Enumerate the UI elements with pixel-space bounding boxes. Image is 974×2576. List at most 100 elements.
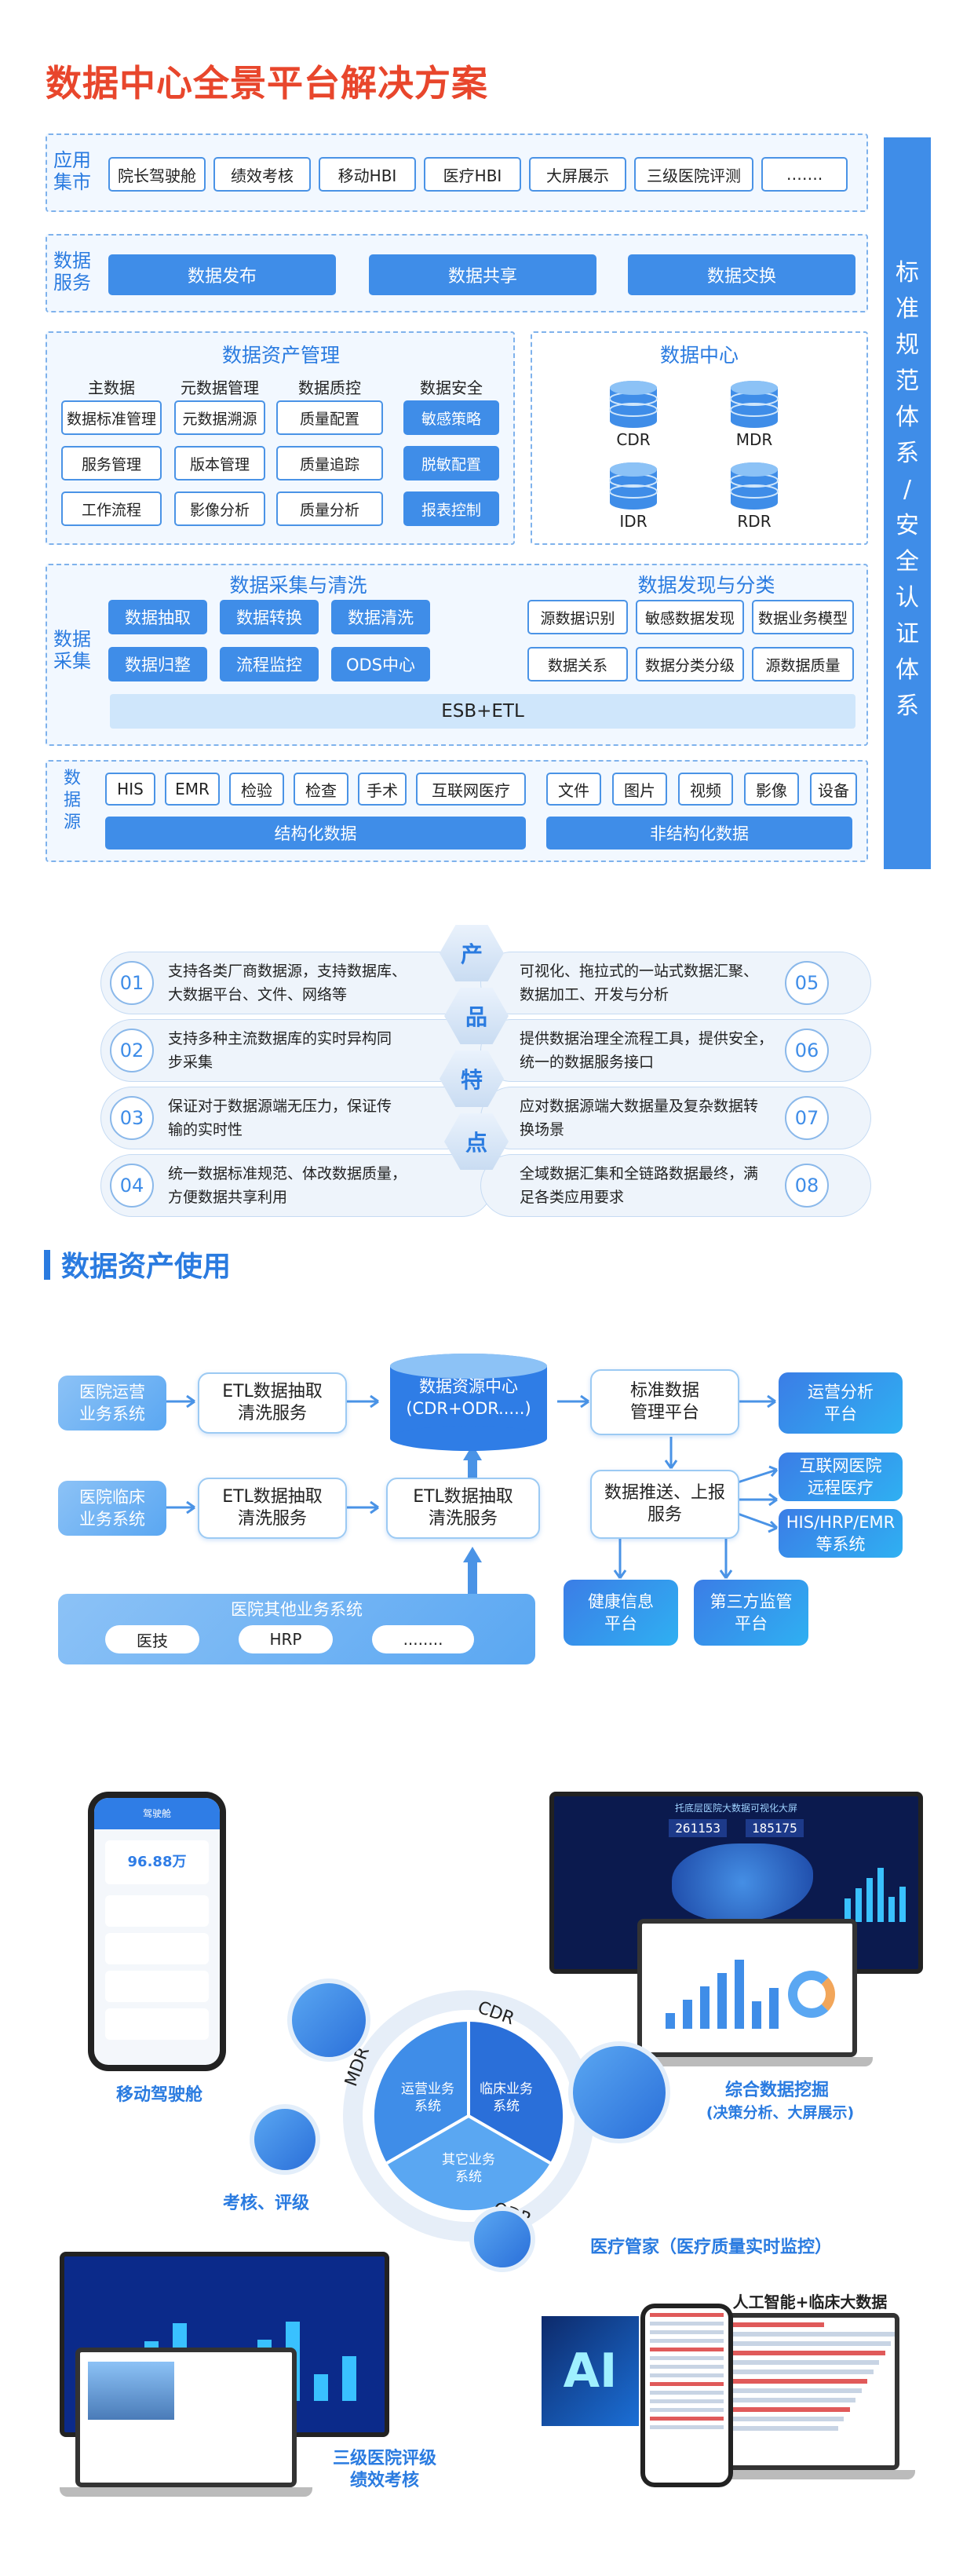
unstruct-source-2[interactable]: 图片: [612, 773, 667, 806]
phone-card: [105, 1933, 209, 1964]
phone-card: [105, 2008, 209, 2040]
etl-service-3[interactable]: ETL数据抽取 清洗服务: [386, 1478, 540, 1539]
ai-text-line: [706, 2407, 850, 2412]
feature-text: 统一数据标准规范、体改数据质量， 方便数据共享利用: [168, 1165, 407, 1206]
assessment-caption: 考核、评级: [222, 2194, 309, 2213]
eval-laptop-base: [60, 2487, 312, 2497]
feature-number: 07: [785, 1096, 829, 1140]
output-internet-hospital[interactable]: 互联网医院 远程医疗: [779, 1452, 903, 1501]
feature-hex: 产: [440, 925, 504, 981]
app-7[interactable]: …….: [761, 157, 848, 192]
ai-text-line: [706, 2351, 885, 2355]
collect-item-4[interactable]: 数据归整: [108, 647, 207, 681]
discover-item-4[interactable]: 数据关系: [527, 647, 628, 681]
asset-item-1-1[interactable]: 数据标准管理: [61, 400, 162, 435]
collect-item-6[interactable]: ODS中心: [331, 647, 430, 681]
clipboard-icon: [469, 2206, 535, 2272]
asset-item-1-3[interactable]: 质量配置: [276, 400, 383, 435]
etl-service-2[interactable]: ETL数据抽取 清洗服务: [198, 1478, 347, 1539]
resource-center-label[interactable]: 数据资源中心 (CDR+ODR.....): [406, 1377, 531, 1418]
ai-phone-screen: [645, 2308, 728, 2483]
pie-label-clinical: 临床业务 系统: [480, 2081, 533, 2114]
collect-item-1[interactable]: 数据抽取: [108, 600, 207, 634]
unstruct-source-1[interactable]: 文件: [546, 773, 601, 806]
collect-item-3[interactable]: 数据清洗: [331, 600, 430, 634]
asset-item-3-2[interactable]: 影像分析: [174, 491, 265, 526]
asset-item-3-4[interactable]: 报表控制: [403, 491, 499, 526]
resource-center-cylinder: [390, 1354, 547, 1451]
service-2[interactable]: 数据共享: [369, 254, 596, 295]
discover-item-5[interactable]: 数据分类分级: [636, 647, 744, 681]
struct-source-2[interactable]: EMR: [165, 773, 220, 806]
app-6[interactable]: 三级医院评测: [634, 157, 753, 192]
asset-item-1-2[interactable]: 元数据溯源: [174, 400, 265, 435]
pie-label-other: 其它业务 系统: [442, 2152, 495, 2185]
output-his-systems[interactable]: HIS/HRP/EMR 等系统: [779, 1509, 903, 1558]
source-operation-system[interactable]: 医院运营 业务系统: [58, 1376, 166, 1431]
ai-laptop-base: [680, 2470, 915, 2479]
asset-item-3-1[interactable]: 工作流程: [61, 491, 162, 526]
ai-text-line: [706, 2332, 895, 2337]
eval-bar: [314, 2374, 328, 2401]
other-system-3[interactable]: ........: [372, 1625, 474, 1653]
data-center-frame: [531, 331, 868, 545]
data-push-service[interactable]: 数据推送、上报 服务: [590, 1470, 739, 1539]
ai-text-line: [706, 2426, 838, 2431]
app-2[interactable]: 绩效考核: [213, 157, 311, 192]
laptop-mockup: [637, 1919, 857, 2057]
unstruct-source-5[interactable]: 设备: [810, 773, 857, 806]
asset-item-2-2[interactable]: 版本管理: [174, 446, 265, 480]
unstruct-source-3[interactable]: 视频: [678, 773, 733, 806]
other-system-2[interactable]: HRP: [239, 1625, 333, 1653]
collect-item-2[interactable]: 数据转换: [220, 600, 319, 634]
output-operation-analysis[interactable]: 运营分析 平台: [779, 1372, 903, 1434]
asset-item-2-1[interactable]: 服务管理: [61, 446, 162, 480]
service-3[interactable]: 数据交换: [628, 254, 855, 295]
standard-data-platform[interactable]: 标准数据 管理平台: [590, 1369, 739, 1435]
data-mining-subcaption: (决策分析、大屏展示): [706, 2104, 855, 2121]
discovery-title: 数据发现与分类: [637, 574, 775, 597]
discover-item-2[interactable]: 敏感数据发现: [636, 600, 744, 634]
health-info-platform[interactable]: 健康信息 平台: [564, 1580, 678, 1646]
asset-item-1-4[interactable]: 敏感策略: [403, 400, 499, 435]
asset-item-3-3[interactable]: 质量分析: [276, 491, 383, 526]
database-label-mdr: MDR: [735, 430, 773, 449]
struct-source-3[interactable]: 检验: [229, 773, 284, 806]
struct-source-1[interactable]: HIS: [105, 773, 155, 806]
collect-item-5[interactable]: 流程监控: [220, 647, 319, 681]
ai-text-line: [706, 2388, 862, 2393]
asset-col-1: 主数据: [88, 378, 135, 397]
database-icon: [609, 381, 658, 428]
app-4[interactable]: 医疗HBI: [424, 157, 521, 192]
discover-item-6[interactable]: 源数据质量: [752, 647, 854, 681]
asset-item-2-4[interactable]: 脱敏配置: [403, 446, 499, 480]
service-1[interactable]: 数据发布: [108, 254, 336, 295]
third-party-platform[interactable]: 第三方监管 平台: [694, 1580, 808, 1646]
other-system-1[interactable]: 医技: [105, 1625, 199, 1653]
feature-text: 应对数据源端大数据量及复杂数据转 换场景: [520, 1098, 759, 1138]
etl-service-1[interactable]: ETL数据抽取 清洗服务: [198, 1372, 347, 1434]
unstruct-source-4[interactable]: 影像: [744, 773, 799, 806]
feature-text: 保证对于数据源端无压力，保证传 输的实时性: [168, 1098, 392, 1138]
laptop-bar: [666, 2013, 675, 2029]
app-3[interactable]: 移动HBI: [319, 157, 416, 192]
asset-item-2-3[interactable]: 质量追踪: [276, 446, 383, 480]
struct-source-4[interactable]: 检查: [294, 773, 348, 806]
discover-item-3[interactable]: 数据业务模型: [752, 600, 854, 634]
app-5[interactable]: 大屏展示: [529, 157, 626, 192]
source-clinical-system[interactable]: 医院临床 业务系统: [58, 1481, 166, 1536]
ai-phone-line: [650, 2425, 724, 2429]
eval-bar: [342, 2356, 356, 2401]
screen-bar: [877, 1868, 884, 1922]
struct-source-5[interactable]: 手术: [358, 773, 407, 806]
ai-phone-line: [650, 2373, 724, 2377]
laptop-bar: [700, 1986, 710, 2029]
pie-label-operation: 运营业务 系统: [401, 2081, 454, 2114]
screen-bar: [855, 1888, 862, 1922]
struct-source-6[interactable]: 互联网医疗: [416, 773, 526, 806]
feature-number: 03: [110, 1096, 154, 1140]
app-1[interactable]: 院长驾驶舱: [108, 157, 206, 192]
discover-item-1[interactable]: 源数据识别: [527, 600, 628, 634]
asset-col-3: 数据质控: [298, 378, 361, 397]
